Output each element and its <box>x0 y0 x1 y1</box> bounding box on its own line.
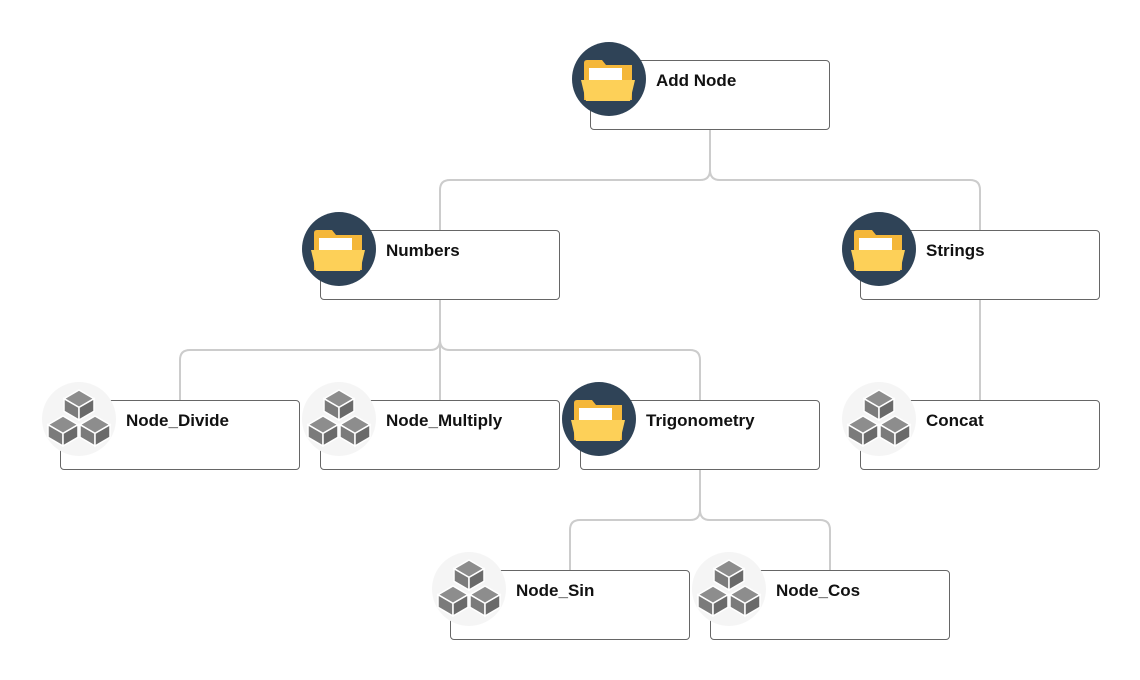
connector-trigonometry-to-node-sin <box>569 509 701 570</box>
connector-numbers-to-node-divide <box>179 339 441 400</box>
node-add-node[interactable]: Add Node <box>572 42 830 130</box>
cubes-icon <box>301 381 377 457</box>
connector-add-node-to-strings <box>709 169 981 230</box>
node-concat[interactable]: Concat <box>842 382 1100 470</box>
folder-icon <box>561 381 637 457</box>
folder-icon <box>301 211 377 287</box>
node-node-sin[interactable]: Node_Sin <box>432 552 690 640</box>
node-strings[interactable]: Strings <box>842 212 1100 300</box>
node-node-multiply[interactable]: Node_Multiply <box>302 382 560 470</box>
node-label: Node_Multiply <box>386 411 503 430</box>
cubes-icon <box>841 381 917 457</box>
node-label: Concat <box>926 411 984 430</box>
folder-icon <box>571 41 647 117</box>
node-label: Node_Divide <box>126 411 229 430</box>
connector-add-node-to-numbers <box>439 169 711 230</box>
node-label: Add Node <box>656 71 737 90</box>
node-label: Trigonometry <box>646 411 755 430</box>
node-label: Strings <box>926 241 985 260</box>
node-label: Node_Sin <box>516 581 595 600</box>
folder-icon <box>841 211 917 287</box>
node-label: Numbers <box>386 241 460 260</box>
node-numbers[interactable]: Numbers <box>302 212 560 300</box>
cubes-icon <box>431 551 507 627</box>
node-trigonometry[interactable]: Trigonometry <box>562 382 820 470</box>
cubes-icon <box>41 381 117 457</box>
connector-trigonometry-to-node-cos <box>699 509 831 570</box>
node-node-divide[interactable]: Node_Divide <box>42 382 300 470</box>
node-node-cos[interactable]: Node_Cos <box>692 552 950 640</box>
cubes-icon <box>691 551 767 627</box>
connector-numbers-to-trigonometry <box>439 339 701 400</box>
node-label: Node_Cos <box>776 581 861 600</box>
